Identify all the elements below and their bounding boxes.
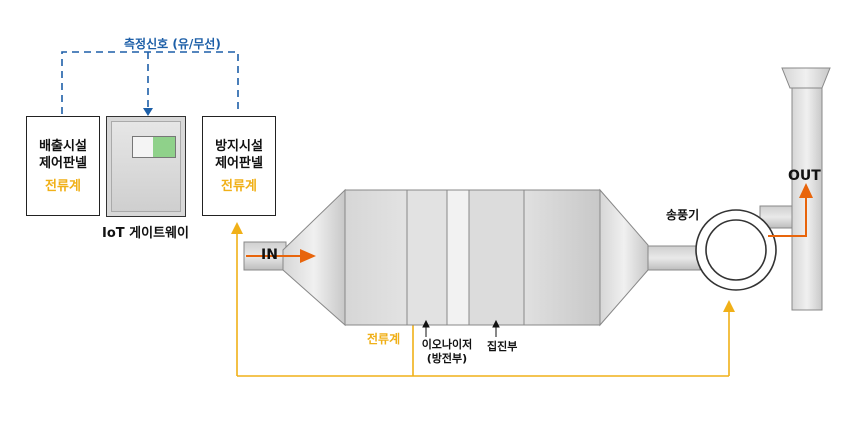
meter-arrowhead-panel	[231, 222, 243, 234]
emission-panel-meter: 전류계	[45, 178, 81, 194]
fan-inner-ring	[705, 219, 767, 281]
outlet-cone	[599, 188, 649, 327]
prevention-panel-meter: 전류계	[221, 178, 257, 194]
inlet-label: IN	[261, 247, 278, 263]
gateway-screen	[132, 136, 176, 158]
collector-meter-label: 전류계	[367, 332, 401, 346]
prevention-panel-title-2: 제어판넬	[215, 155, 263, 171]
flow-arrowhead-in	[300, 249, 316, 263]
meter-arrowhead-fan	[723, 300, 735, 312]
ionizer-section	[406, 189, 448, 326]
collector-plates	[468, 189, 525, 326]
stack-cap	[781, 67, 831, 89]
gateway-enclosure	[111, 121, 181, 212]
signal-label: 측정신호 (유/무선)	[124, 37, 221, 51]
emission-control-panel: 배출시설 제어판넬 전류계	[26, 116, 100, 216]
flow-arrows	[246, 196, 807, 257]
gateway-screen-panel	[133, 137, 153, 157]
exhaust-stack	[781, 67, 831, 311]
ionizer-label-line2: (방전부)	[426, 352, 468, 365]
ionizer-label-line1: 이오나이저	[421, 338, 473, 351]
emission-panel-title-1: 배출시설	[39, 138, 87, 154]
section-pointers	[422, 319, 500, 337]
dust-collector	[282, 188, 649, 327]
gateway-caption: IoT 게이트웨이	[102, 226, 189, 241]
ionizer-label: 이오나이저 (방전부)	[420, 338, 474, 366]
outlet-label: OUT	[788, 168, 821, 184]
inlet-cone	[282, 188, 346, 327]
signal-arrowhead	[143, 108, 153, 116]
iot-gateway-device	[106, 116, 186, 217]
prevention-control-panel: 방지시설 제어판넬 전류계	[202, 116, 276, 216]
fan-inlet-duct	[647, 245, 701, 271]
collector-label: 집진부	[487, 340, 518, 353]
signal-line	[61, 51, 239, 114]
emission-panel-title-2: 제어판넬	[39, 155, 87, 171]
flow-arrowhead-out	[799, 183, 813, 198]
fan-label: 송풍기	[666, 208, 700, 222]
blower-fan	[695, 205, 795, 291]
collector-section	[446, 189, 470, 326]
meter-wiring	[236, 228, 730, 377]
prevention-panel-title-1: 방지시설	[215, 138, 263, 154]
